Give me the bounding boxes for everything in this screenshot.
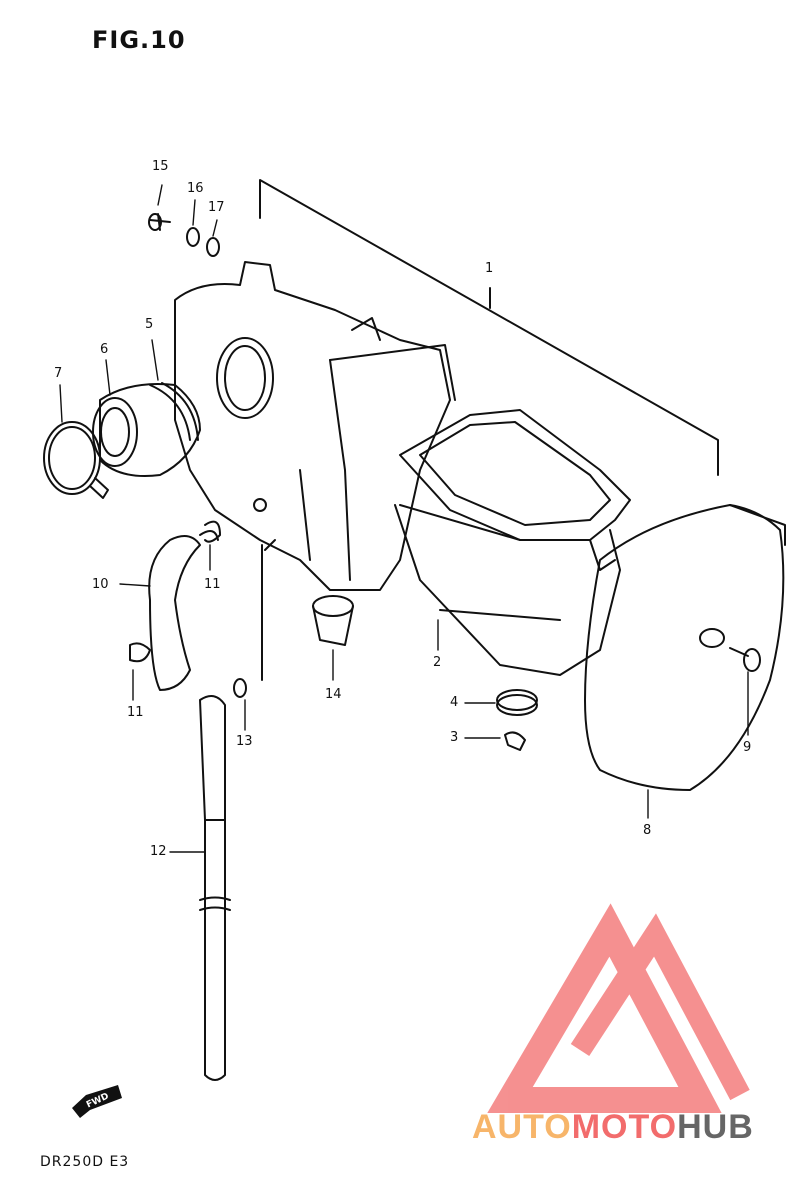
hose-clamp — [43, 421, 109, 499]
model-code: DR250D E3 — [40, 1154, 130, 1170]
figure-title: FIG.10 — [92, 26, 186, 54]
watermark-part-2: MOTO — [571, 1108, 678, 1146]
watermark-part-3: HUB — [677, 1108, 754, 1146]
drain-hose-upper — [148, 530, 219, 691]
hose-clip — [129, 520, 221, 663]
air-filter-element — [394, 409, 631, 676]
callout-3: 3 — [450, 730, 459, 745]
assembly-bracket — [259, 179, 719, 476]
callout-6: 6 — [100, 342, 109, 357]
callout-11-lower: 11 — [127, 705, 144, 720]
grommet — [312, 595, 354, 646]
callout-4: 4 — [450, 695, 459, 710]
callout-17: 17 — [208, 200, 225, 215]
callout-7: 7 — [54, 366, 63, 381]
automotohub-watermark: AUTOMOTOHUB — [472, 1108, 754, 1147]
callout-15: 15 — [152, 159, 169, 174]
cushion-and-nut — [496, 689, 538, 751]
air-box-cover — [584, 504, 786, 791]
callout-11-upper: 11 — [204, 577, 221, 592]
callout-9: 9 — [743, 740, 752, 755]
callout-10: 10 — [92, 577, 109, 592]
callout-8: 8 — [643, 823, 652, 838]
callout-16: 16 — [187, 181, 204, 196]
breather-hose — [199, 544, 263, 1081]
callout-12: 12 — [150, 844, 167, 859]
callout-13: 13 — [236, 734, 253, 749]
intake-boot — [92, 382, 201, 477]
automotohub-logo — [487, 903, 750, 1113]
callout-5: 5 — [145, 317, 154, 332]
air-box-body — [174, 261, 456, 591]
cover-screw — [729, 647, 761, 672]
callout-14: 14 — [325, 687, 342, 702]
callout-1: 1 — [485, 261, 494, 276]
forward-arrow-icon — [72, 1085, 122, 1118]
mounting-bolt — [148, 213, 220, 257]
callout-leaders — [59, 184, 749, 853]
callout-2: 2 — [433, 655, 442, 670]
watermark-part-1: AUTO — [472, 1108, 572, 1146]
